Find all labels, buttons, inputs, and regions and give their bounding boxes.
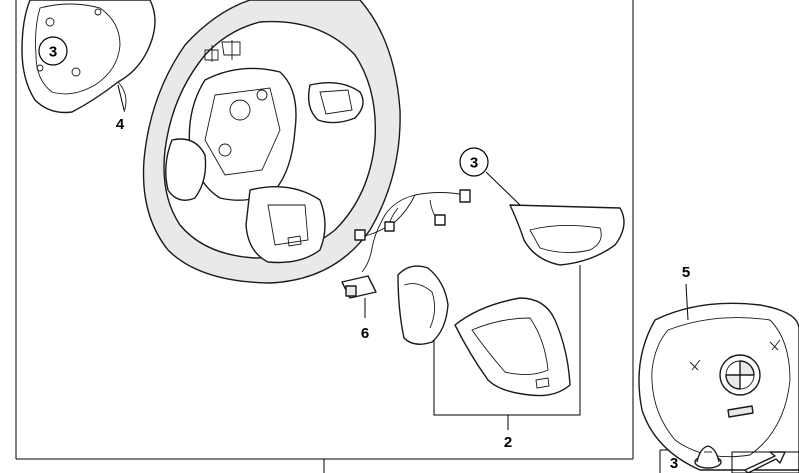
steering-wheel: [142, 0, 401, 284]
arrow-icon: [731, 451, 799, 473]
shift-paddle: [509, 204, 625, 266]
callout-label: 3: [470, 155, 478, 172]
callout-2-label: 2: [504, 434, 512, 451]
trim-cover-large: [454, 297, 571, 397]
callout-4-label: 4: [116, 116, 125, 133]
leader-lines: [117, 84, 689, 321]
trim-cover-small: [397, 265, 449, 345]
callout-6-label: 6: [361, 325, 369, 342]
part2-bracket: [433, 265, 581, 430]
small-clip-part: [694, 445, 722, 469]
callout-5-label: 5: [682, 264, 690, 281]
callout-3-paddle: 3: [459, 147, 489, 177]
callout-3-small-label: 3: [670, 455, 678, 472]
callout-3-cover: 3: [38, 36, 68, 66]
rear-cover-part: [21, 0, 156, 114]
callout-label: 3: [49, 44, 57, 61]
wiring-harness: [341, 189, 471, 299]
airbag-module: [638, 302, 799, 471]
